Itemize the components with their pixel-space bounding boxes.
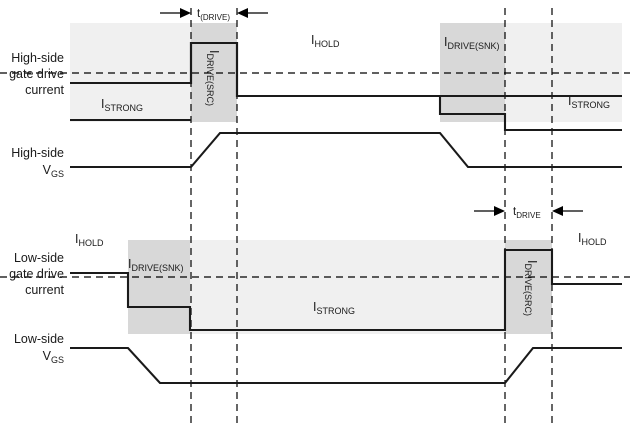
- waveform-low-side-current: [70, 248, 622, 332]
- t-drive-bottom-label: tDRIVE: [513, 206, 541, 220]
- label-i-hold-top: IHOLD: [311, 33, 340, 49]
- label-i-drive-snk-top: IDRIVE(SNK): [444, 35, 500, 51]
- label-i-drive-src-bottom: IDRIVE(SRC): [523, 260, 539, 316]
- t-drive-bottom-base: t: [513, 206, 517, 218]
- waveform-high-side-current-main: [70, 41, 622, 132]
- label-high-side-current-line2: gate drive: [9, 67, 64, 81]
- t-drive-bottom-sub: DRIVE: [516, 211, 540, 220]
- label-low-side-vgs-base: V: [43, 349, 52, 363]
- i-drive-snk-top-sub: DRIVE(SNK): [447, 41, 499, 51]
- i-hold-bottom-left-base: I: [75, 232, 78, 246]
- t-drive-bottom-left-arrowhead: [494, 206, 505, 216]
- band-low-side-strong: [190, 240, 505, 334]
- i-hold-top-base: I: [311, 33, 314, 47]
- label-high-side-vgs-line1: High-side: [11, 146, 64, 160]
- i-drive-src-top-base: I: [207, 50, 221, 53]
- i-strong-top-left-base: I: [101, 97, 104, 111]
- label-i-hold-bottom-right: IHOLD: [578, 231, 607, 247]
- label-low-side-current-line3: current: [25, 283, 64, 297]
- i-hold-bottom-left-sub: HOLD: [78, 238, 104, 248]
- i-hold-top-sub: HOLD: [314, 39, 340, 49]
- label-high-side-current-line3: current: [25, 83, 64, 97]
- label-low-side-current-line1: Low-side: [14, 251, 64, 265]
- label-i-drive-src-top: IDRIVE(SRC): [205, 50, 221, 106]
- i-hold-bottom-right-base: I: [578, 231, 581, 245]
- i-drive-src-top-sub: DRIVE(SRC): [205, 53, 215, 106]
- label-i-strong-top-right: ISTRONG: [568, 94, 610, 110]
- label-high-side-vgs-sub: GS: [51, 169, 64, 179]
- i-strong-top-right-sub: STRONG: [571, 100, 610, 110]
- t-drive-top-right-arrowhead: [237, 8, 248, 18]
- label-high-side-vgs-line2: VGS: [43, 163, 64, 179]
- label-low-side-current-line2: gate drive: [9, 267, 64, 281]
- i-strong-top-left-sub: STRONG: [104, 103, 143, 113]
- i-strong-bottom-sub: STRONG: [316, 306, 355, 316]
- waveform-high-side-vgs: [70, 131, 622, 169]
- band-low-side-drive-snk: [128, 240, 190, 334]
- label-low-side-vgs-line1: Low-side: [14, 332, 64, 346]
- label-high-side-vgs-base: V: [43, 163, 52, 177]
- i-hold-bottom-right-sub: HOLD: [581, 237, 607, 247]
- label-low-side-vgs-line2: VGS: [43, 349, 64, 365]
- label-i-hold-bottom-left: IHOLD: [75, 232, 104, 248]
- t-drive-top-left-arrowhead: [180, 8, 191, 18]
- label-i-strong-bottom: ISTRONG: [313, 300, 355, 316]
- i-strong-bottom-base: I: [313, 300, 316, 314]
- t-drive-top-base: t: [197, 8, 201, 20]
- waveform-low-side-vgs: [70, 346, 622, 385]
- i-drive-src-bottom-sub: DRIVE(SRC): [523, 263, 533, 316]
- t-drive-top-label: t(DRIVE): [197, 8, 230, 22]
- label-i-strong-top-left: ISTRONG: [101, 97, 143, 113]
- i-drive-snk-bottom-base: I: [128, 257, 131, 271]
- i-strong-top-right-base: I: [568, 94, 571, 108]
- t-drive-bottom-right-arrowhead: [552, 206, 563, 216]
- i-drive-snk-top-base: I: [444, 35, 447, 49]
- i-drive-snk-bottom-sub: DRIVE(SNK): [131, 263, 183, 273]
- label-high-side-current-line1: High-side: [11, 51, 64, 65]
- i-drive-src-bottom-base: I: [525, 260, 539, 263]
- t-drive-top-sub: (DRIVE): [200, 13, 230, 22]
- label-low-side-vgs-sub: GS: [51, 355, 64, 365]
- label-i-drive-snk-bottom: IDRIVE(SNK): [128, 257, 184, 273]
- band-low-side-drive-src: [505, 240, 552, 334]
